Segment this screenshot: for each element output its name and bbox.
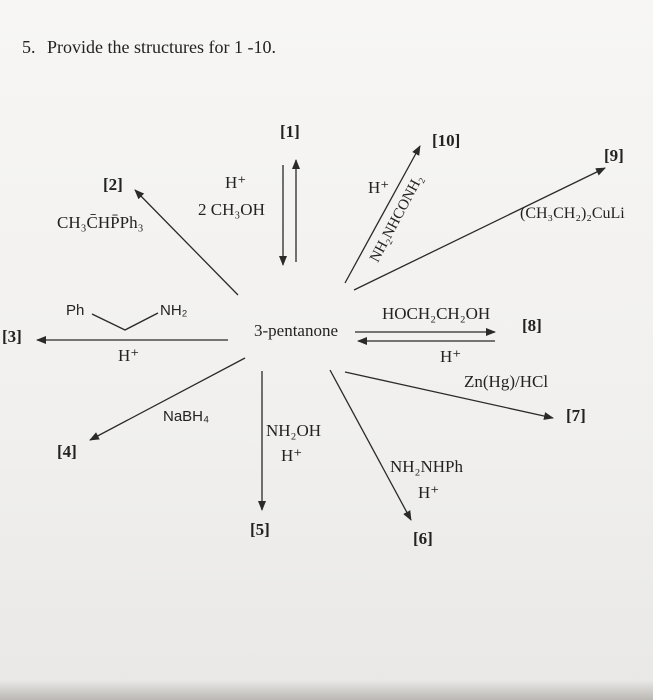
reagent-8: HOCH₂CH₂OH	[382, 304, 491, 323]
product-label-6: [6]	[413, 529, 433, 548]
product-label-1: [1]	[280, 122, 300, 141]
page-shadow	[0, 680, 653, 700]
product-label-4: [4]	[57, 442, 77, 461]
product-label-9: [9]	[604, 146, 624, 165]
question-number: 5.	[22, 37, 36, 57]
reagent-3-acid: H⁺	[118, 346, 140, 365]
center-compound: 3-pentanone	[254, 321, 339, 340]
arrow-9	[353, 167, 606, 291]
reagent-6: NH₂NHPh	[390, 457, 463, 476]
reagent-4: NaBH₄	[163, 408, 210, 425]
reagent-5: NH₂OH	[266, 421, 322, 440]
arrow-6	[329, 369, 412, 521]
arrow-4	[89, 357, 246, 441]
reagent-10-acid: H⁺	[368, 178, 390, 197]
reagent-9: (CH₃CH₂)₂CuLi	[520, 205, 625, 222]
reagent-1-acid: H⁺	[225, 173, 247, 192]
product-label-10: [10]	[432, 131, 461, 150]
product-label-3: [3]	[2, 327, 22, 346]
reagent-3-nh2: NH₂	[160, 302, 188, 319]
reagent-5-acid: H⁺	[281, 446, 303, 465]
arrow-7	[344, 371, 554, 420]
reagent-7: Zn(Hg)/HCl	[464, 372, 549, 391]
question-text: Provide the structures for 1 -10.	[47, 37, 276, 57]
amine-bond-lines	[91, 312, 159, 331]
reagent-8-acid: H⁺	[440, 347, 462, 366]
reagent-6-acid: H⁺	[418, 483, 440, 502]
product-label-7: [7]	[566, 406, 586, 425]
arrow-2	[134, 189, 239, 296]
product-label-2: [2]	[103, 175, 123, 194]
product-label-8: [8]	[522, 316, 542, 335]
reagent-1: 2 CH₃OH	[198, 200, 265, 219]
arrow-10	[344, 145, 421, 284]
product-label-5: [5]	[250, 520, 270, 539]
reagent-2: CH₃C̄HP̄Ph₃	[57, 213, 144, 232]
reagent-3-ph: Ph	[66, 302, 85, 319]
